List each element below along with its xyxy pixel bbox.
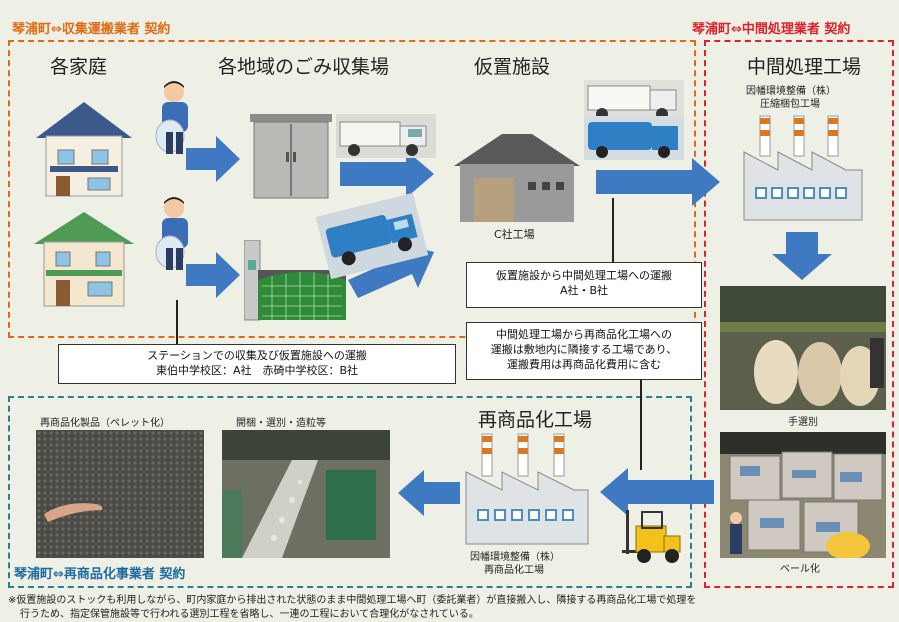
garbage-truck-photo xyxy=(584,80,684,122)
person-with-garbage-bag-icon xyxy=(155,197,188,270)
recycling-contract-title: 琴浦町⇔再商品化事業者 契約 xyxy=(14,567,186,582)
transport-to-recycling-line3: 運搬費用は再商品化費用に含む xyxy=(507,358,661,371)
forklift-icon xyxy=(622,510,681,563)
recycling-plant-heading: 再商品化工場 xyxy=(478,409,593,431)
flow-arrow-down xyxy=(772,232,832,280)
warehouse-icon xyxy=(454,134,580,222)
flow-arrow-right xyxy=(186,252,240,298)
intermediate-operator-label: 因幡環境整備（株） xyxy=(746,86,836,97)
flow-arrow-right xyxy=(596,158,720,206)
collection-contract-title: 琴浦町⇔収集運搬業者 契約 xyxy=(12,22,171,37)
flow-arrow-left xyxy=(600,468,714,516)
flow-arrow-right xyxy=(186,136,240,182)
intermediate-plant-sublabel: 圧縮梱包工場 xyxy=(760,99,820,110)
packer-truck-photo xyxy=(584,116,684,160)
transport-to-recycling-line1: 中間処理工場から再商品化工場への xyxy=(496,328,672,341)
station-collection-companies: 東伯中学校区：A社 赤碕中学校区：B社 xyxy=(155,364,359,377)
pellet-product-photo xyxy=(36,430,204,558)
baling-label: ベール化 xyxy=(780,564,820,575)
factory-icon xyxy=(743,115,863,221)
processing-steps-label: 開梱・選別・造粒等 xyxy=(236,418,326,429)
connector-line xyxy=(176,300,178,344)
flow-arrow-left xyxy=(398,470,460,516)
garbage-truck-photo xyxy=(336,114,436,158)
garbage-net-collection-point-icon xyxy=(244,240,346,321)
connector-line xyxy=(640,350,642,470)
transport-to-recycling-note: 中間処理工場から再商品化工場への 運搬は敷地内に隣接する工場であり、 運搬費用は… xyxy=(466,322,702,380)
transport-to-intermediate-text: 仮置施設から中間処理工場への運搬 xyxy=(496,269,672,282)
intermediate-contract-frame xyxy=(704,40,894,588)
temporary-facility-heading: 仮置施設 xyxy=(474,56,551,78)
factory-icon xyxy=(465,433,589,545)
transport-to-recycling-line2: 運搬は敷地内に隣接する工場であり、 xyxy=(490,343,678,356)
flow-arrow-right xyxy=(340,150,434,198)
intermediate-contract-title: 琴浦町⇔中間処理業者 契約 xyxy=(692,22,851,37)
footnote-line2: 行うため、指定保管施設等で行われる選別工程を省略し、一連の工程において合理化がな… xyxy=(20,609,479,620)
house-icon xyxy=(34,212,134,307)
person-with-garbage-bag-icon xyxy=(155,81,188,154)
transport-to-intermediate-note: 仮置施設から中間処理工場への運搬 A社・B社 xyxy=(466,262,702,308)
collection-points-heading: 各地域のごみ収集場 xyxy=(218,56,390,78)
connector-line xyxy=(612,198,614,264)
pellet-product-label: 再商品化製品（ペレット化） xyxy=(40,418,170,429)
baling-photo xyxy=(720,432,886,558)
footnote-line1: ※仮置施設のストックも利用しながら、町内家庭から排出された状態のまま中間処理工場… xyxy=(8,595,697,606)
recycling-plant-sublabel: 再商品化工場 xyxy=(484,565,544,576)
station-collection-text: ステーションでの収集及び仮置施設への運搬 xyxy=(147,349,367,362)
footnote: ※仮置施設のストックも利用しながら、町内家庭から排出された状態のまま中間処理工場… xyxy=(8,594,893,622)
transport-to-intermediate-companies: A社・B社 xyxy=(559,284,609,297)
packer-truck-photo xyxy=(315,192,429,280)
garbage-station-cabinet-icon xyxy=(250,114,332,199)
recycling-line-photo xyxy=(222,430,390,558)
hand-sorting-photo xyxy=(720,286,886,410)
house-icon xyxy=(36,102,132,197)
hand-sorting-label: 手選別 xyxy=(788,417,818,428)
station-collection-note: ステーションでの収集及び仮置施設への運搬 東伯中学校区：A社 赤碕中学校区：B社 xyxy=(58,344,456,384)
intermediate-plant-heading: 中間処理工場 xyxy=(747,56,862,78)
homes-heading: 各家庭 xyxy=(50,56,108,78)
recycling-operator-label: 因幡環境整備（株） xyxy=(470,552,560,563)
c-company-plant-label: C社工場 xyxy=(494,228,535,241)
